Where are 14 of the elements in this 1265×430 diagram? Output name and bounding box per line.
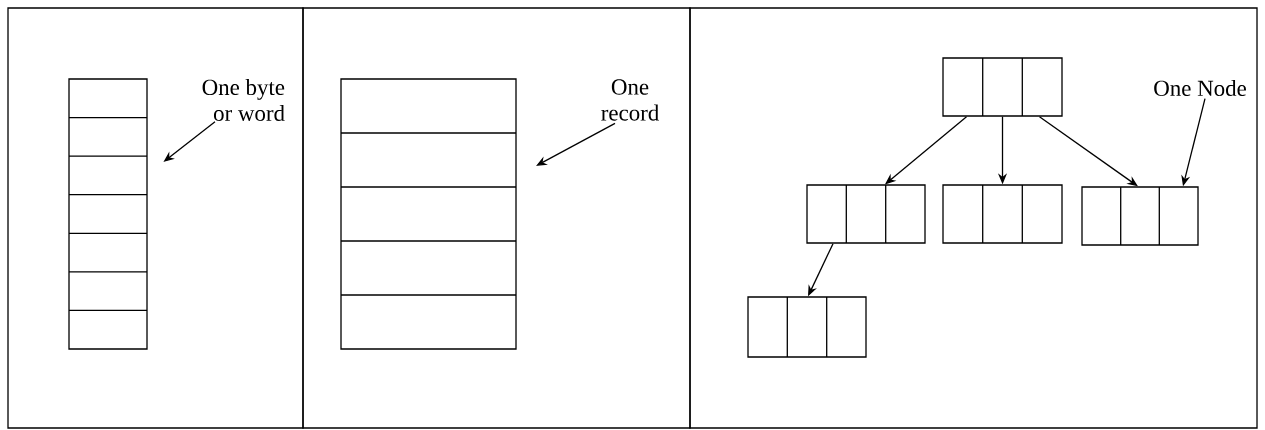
memory-array	[68, 78, 148, 350]
tree-node	[747, 296, 867, 358]
tree-node	[806, 184, 926, 244]
tree-node	[1081, 186, 1199, 246]
panel-frame	[7, 7, 304, 429]
arrow	[536, 122, 616, 166]
tree-node	[942, 57, 1063, 117]
panel-frame	[302, 7, 691, 429]
record-array	[340, 78, 517, 350]
callout-label: One record	[601, 79, 659, 121]
callout-label: One byte or word	[202, 79, 285, 121]
panel-frame	[689, 7, 1258, 429]
callout-label: One Node	[1154, 79, 1246, 97]
tree-node	[942, 184, 1063, 244]
